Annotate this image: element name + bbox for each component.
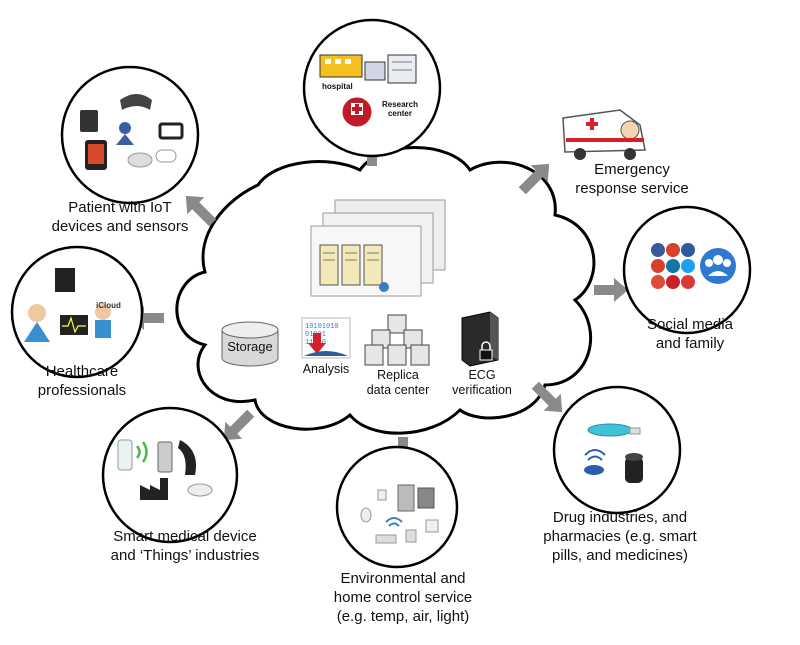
arrow-up-left [185,195,217,227]
emergency-call-icon [341,96,373,128]
analysis-label: Analysis [302,362,350,376]
family-group-icon [700,248,736,284]
arrow-down-left [223,409,255,441]
arrow-right [594,278,628,302]
server-group-icon [310,199,446,297]
environment-node [335,445,459,569]
social-node [622,205,752,335]
replica-data-center-icon [364,314,430,366]
social-icons-grid [651,243,695,289]
analysis-icon: 10101010 01001 11010 [301,317,351,359]
hospital-node [302,18,442,158]
hospital-tag: hospital [322,82,353,91]
healthcare-node: iCloud [10,245,144,379]
arrow-down-right [531,381,563,413]
svg-text:iCloud: iCloud [96,301,121,310]
arrow-up-right [518,163,550,195]
hospital-icon [319,54,417,84]
drug-node [552,385,682,515]
storage-icon [221,321,279,367]
svg-text:10101010: 10101010 [305,323,339,331]
storage-label: Storage [227,339,273,354]
ambulance-icon [562,109,646,160]
ecg-verification-icon [461,311,499,367]
patient-node [60,65,200,205]
smart-device-node [101,406,239,544]
